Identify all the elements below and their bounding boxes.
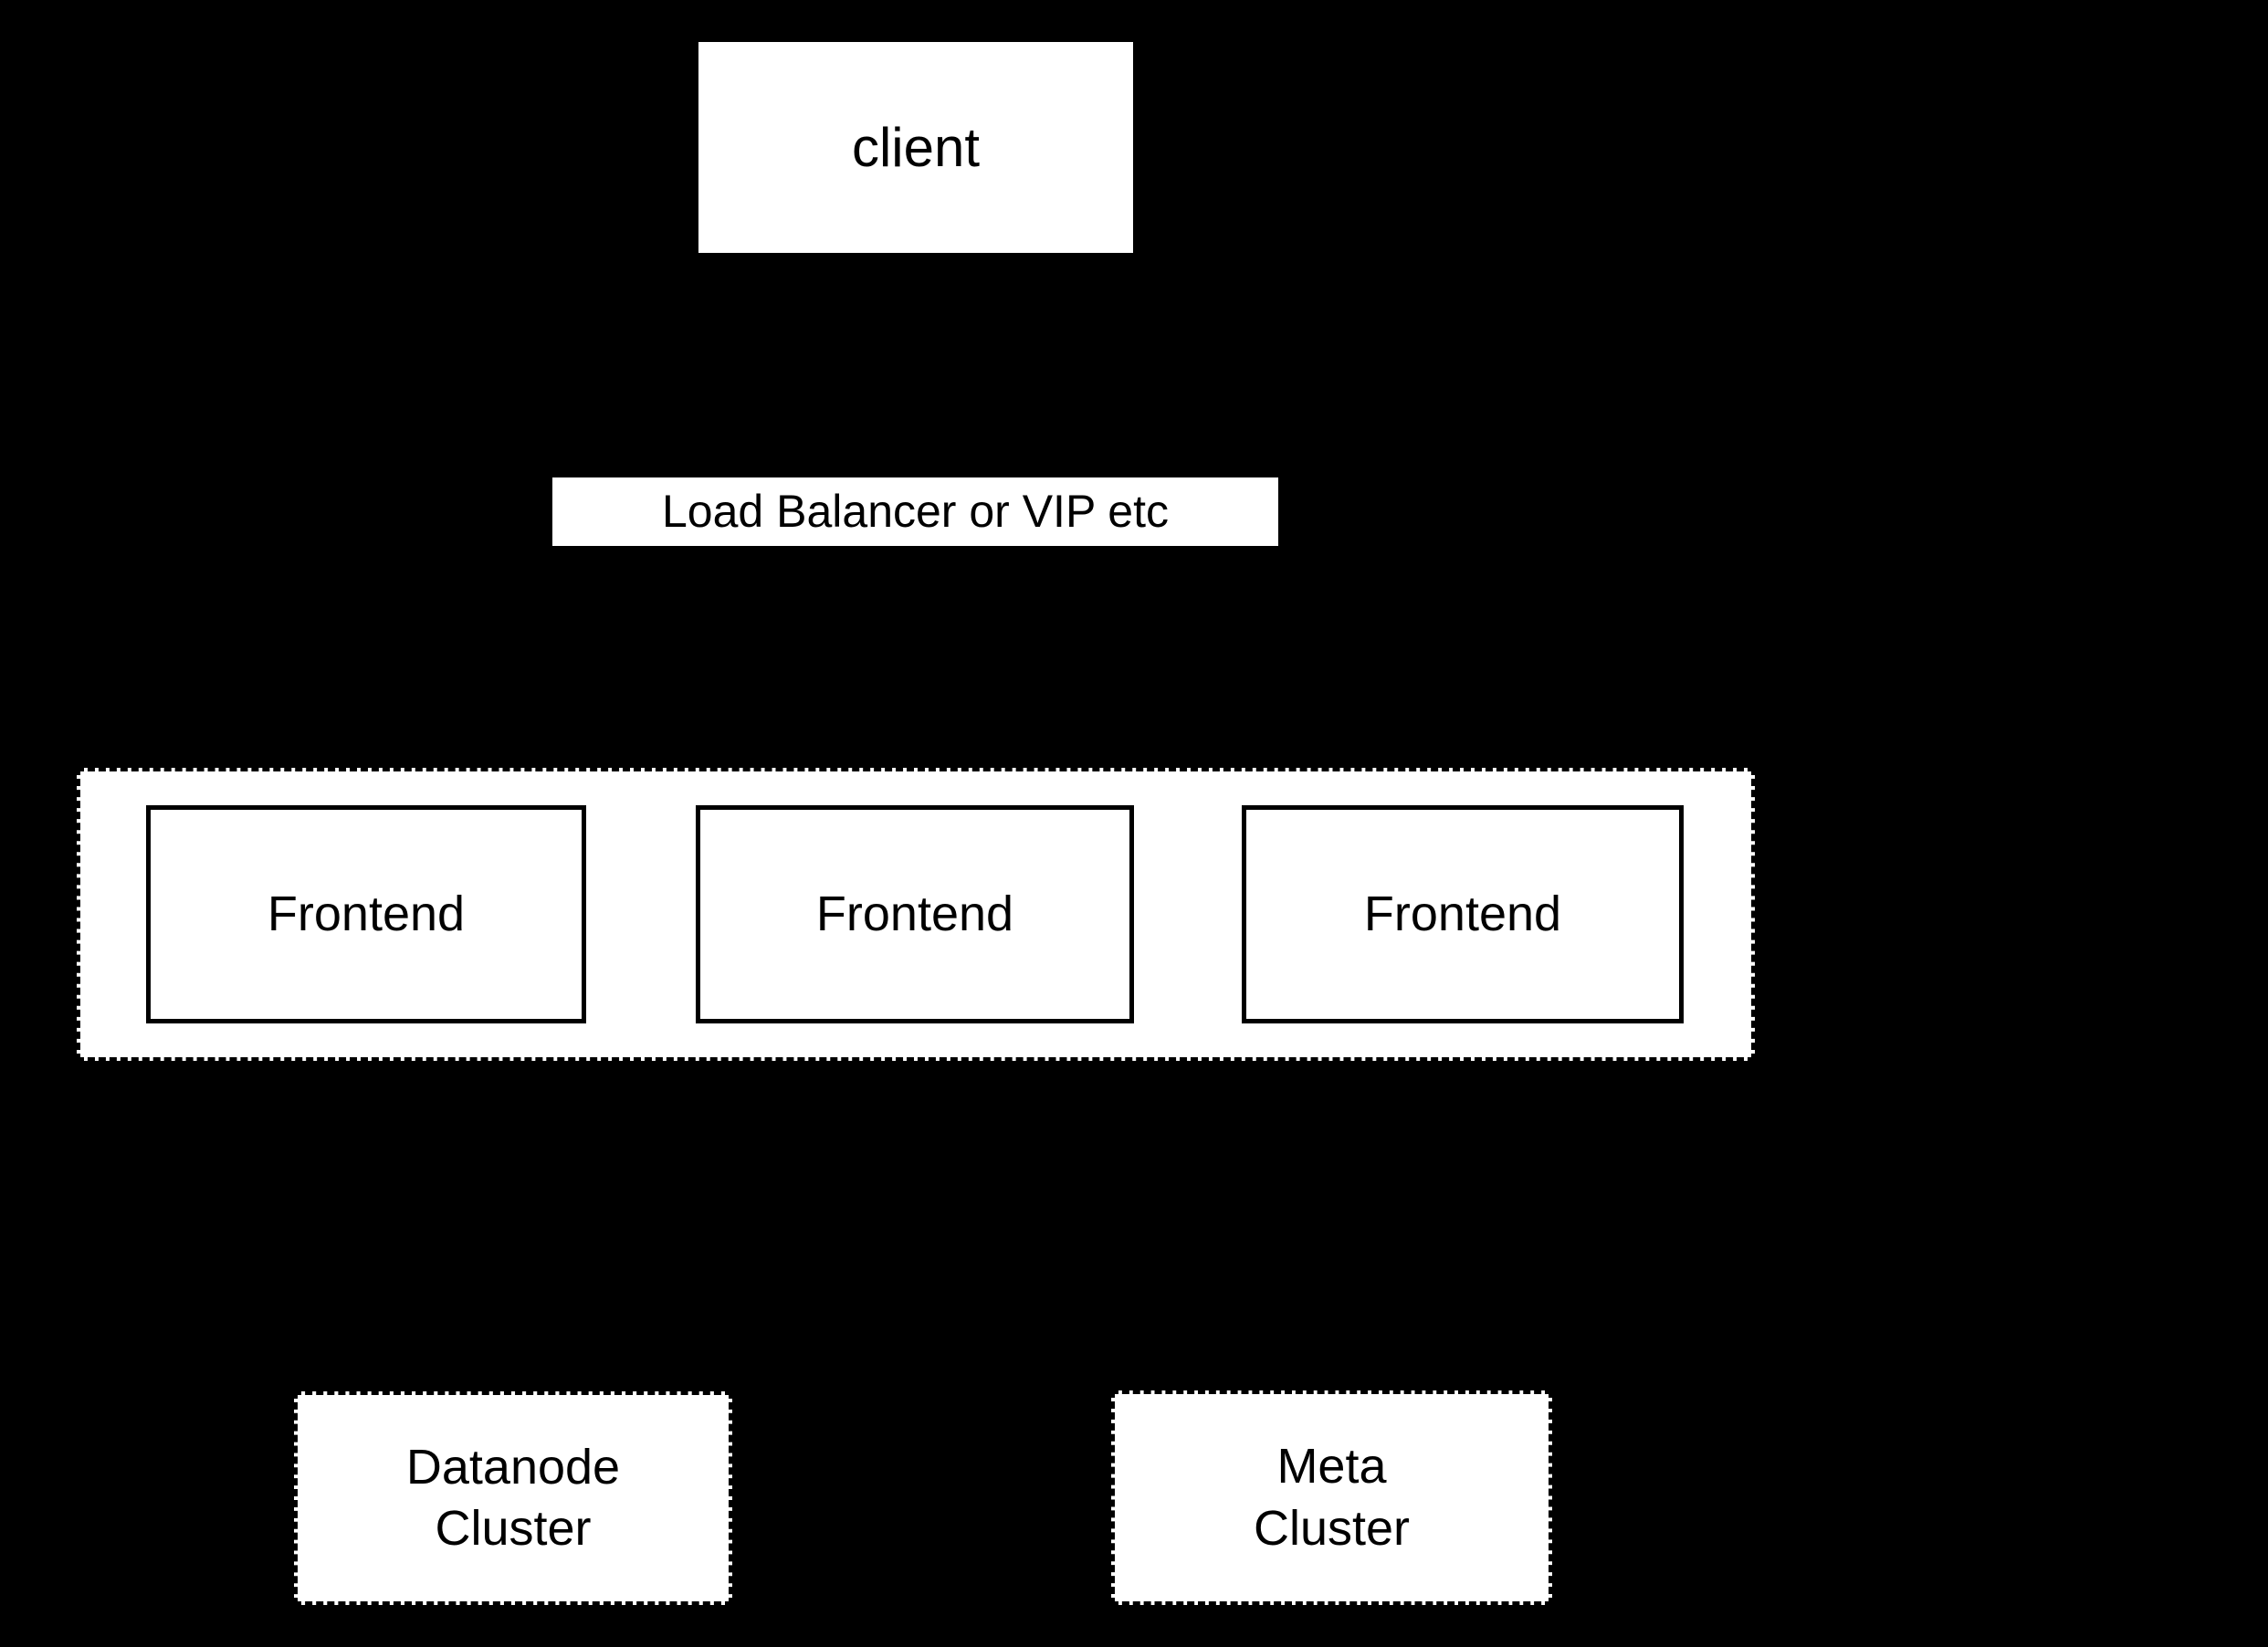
frontend-group: Frontend Frontend Frontend <box>77 768 1755 1061</box>
client-label: client <box>851 117 981 178</box>
meta-cluster-node: Meta Cluster <box>1111 1390 1552 1605</box>
datanode-cluster-node: Datanode Cluster <box>294 1391 732 1605</box>
datanode-cluster-label: Datanode Cluster <box>405 1439 621 1557</box>
client-node: client <box>698 42 1133 253</box>
load-balancer-label: Load Balancer or VIP etc <box>662 486 1169 538</box>
frontend-label-2: Frontend <box>815 886 1014 941</box>
frontend-node-3: Frontend <box>1242 805 1684 1023</box>
frontend-label-1: Frontend <box>267 886 466 941</box>
meta-cluster-label: Meta Cluster <box>1253 1439 1411 1556</box>
load-balancer-node: Load Balancer or VIP etc <box>552 477 1278 546</box>
frontend-label-3: Frontend <box>1363 886 1562 941</box>
frontend-node-2: Frontend <box>696 805 1134 1023</box>
frontend-node-1: Frontend <box>146 805 586 1023</box>
